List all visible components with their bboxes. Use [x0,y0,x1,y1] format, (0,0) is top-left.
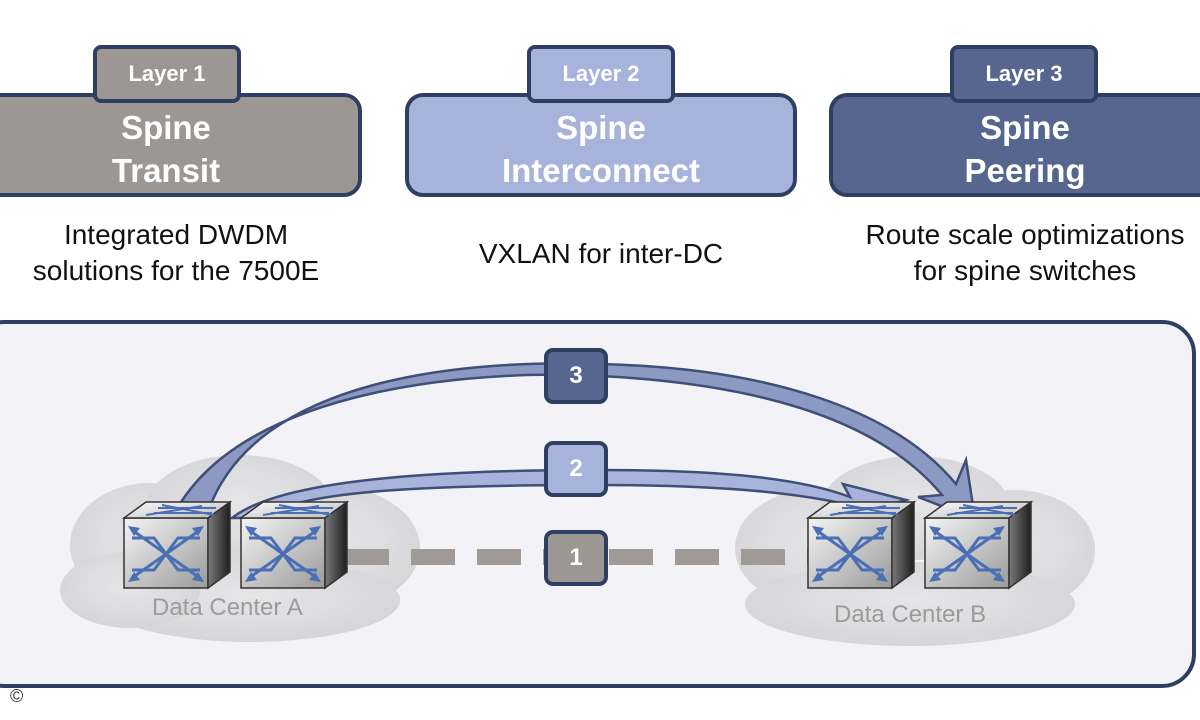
layer-2-desc-line1: VXLAN for inter-DC [478,238,724,269]
layer-1-desc-line1: Integrated DWDM [63,219,289,250]
layer-2-tab: Layer 2 [527,45,675,103]
layer-2-box: Spine Interconnect [405,93,797,197]
copyright-mark: © [10,686,24,706]
badge-layer-1: 1 [544,530,608,586]
layer-3-tab: Layer 3 [950,45,1098,103]
switch-a1 [122,500,232,590]
layer-1-description: Integrated DWDM solutions for the 7500E [0,217,352,289]
switch-a2 [239,500,349,590]
layer-3-title-line2: Peering [964,152,1086,189]
badge-layer-3: 3 [544,348,608,404]
layer-2-description: VXLAN for inter-DC [405,236,797,272]
layer-1-title-line2: Transit [111,152,221,189]
layer-1-desc-line2: solutions for the 7500E [32,255,320,286]
layer-3-desc-line1: Route scale optimizations [865,219,1185,250]
layer-2-title-line2: Interconnect [501,152,701,189]
data-center-a-label: Data Center A [152,594,303,621]
layer-1-title-line1: Spine [121,109,211,146]
badge-layer-2: 2 [544,441,608,497]
layer-2-title-line1: Spine [556,109,646,146]
layer-2-arrow [228,468,911,520]
layer-3-desc-line2: for spine switches [913,255,1137,286]
layer-3-title-line1: Spine [980,109,1070,146]
data-center-b-label: Data Center B [834,601,987,628]
layer-1-tab: Layer 1 [93,45,241,103]
layer-3-description: Route scale optimizations for spine swit… [835,217,1200,289]
switch-b1 [806,500,916,590]
switch-b2 [923,500,1033,590]
layer-3-arrow [169,362,977,521]
